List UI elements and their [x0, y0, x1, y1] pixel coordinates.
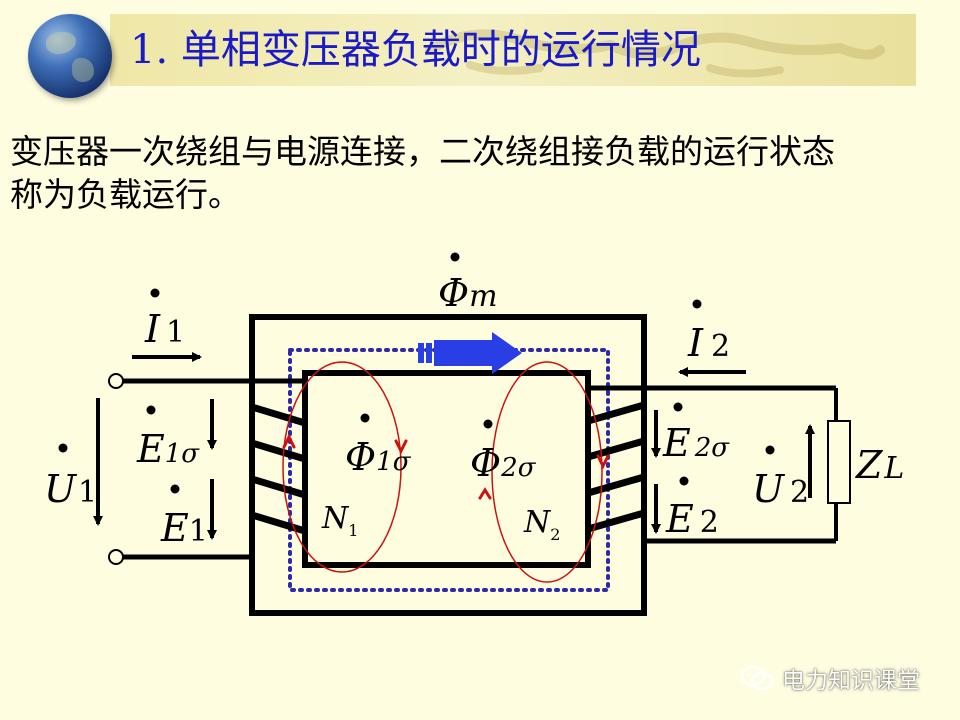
phi1-sigma-label: Φ1σ: [345, 435, 412, 479]
intro-line-2: 称为负载运行。: [10, 175, 241, 214]
leakage-direction-arrows: [282, 433, 610, 500]
n2-label: N2: [523, 505, 560, 544]
n1-label: N1: [321, 501, 358, 540]
primary-terminal-bottom: [108, 549, 124, 565]
core-window: [302, 370, 591, 568]
intro-line-1: 变压器一次绕组与电源连接，二次绕组接负载的运行状态: [10, 132, 835, 171]
secondary-winding: [587, 401, 645, 533]
watermark-text: 电力知识课堂: [782, 668, 920, 694]
phasor-dots: [58, 252, 775, 494]
world-map-background: [425, 29, 885, 78]
e1-label: E1: [160, 506, 208, 550]
direction-arrows: [93, 352, 815, 540]
u1-label: U1: [44, 467, 97, 511]
main-flux-path: [288, 348, 610, 592]
load-impedance: [827, 420, 851, 504]
e1-sigma-label: E1σ: [136, 427, 200, 471]
primary-terminal-top: [108, 373, 124, 389]
globe-logo: [28, 14, 112, 98]
primary-leakage-loop: [282, 361, 402, 573]
chat-bubble-icon: [740, 665, 774, 691]
page-title: 1. 单相变压器负载时的运行情况: [130, 27, 701, 73]
phi2-sigma-label: Φ2σ: [470, 441, 537, 485]
phi-m-label: Φm: [438, 271, 498, 315]
watermark: 电力知识课堂: [740, 660, 920, 696]
core-outer: [249, 314, 647, 616]
intro-paragraph: 变压器一次绕组与电源连接，二次绕组接负载的运行状态 称为负载运行。: [10, 130, 950, 216]
main-flux-arrow: [418, 332, 522, 374]
zl-label: ZL: [855, 443, 904, 487]
secondary-leakage-loop: [491, 361, 603, 583]
primary-winding: [250, 403, 307, 535]
title-bar: [110, 14, 916, 86]
